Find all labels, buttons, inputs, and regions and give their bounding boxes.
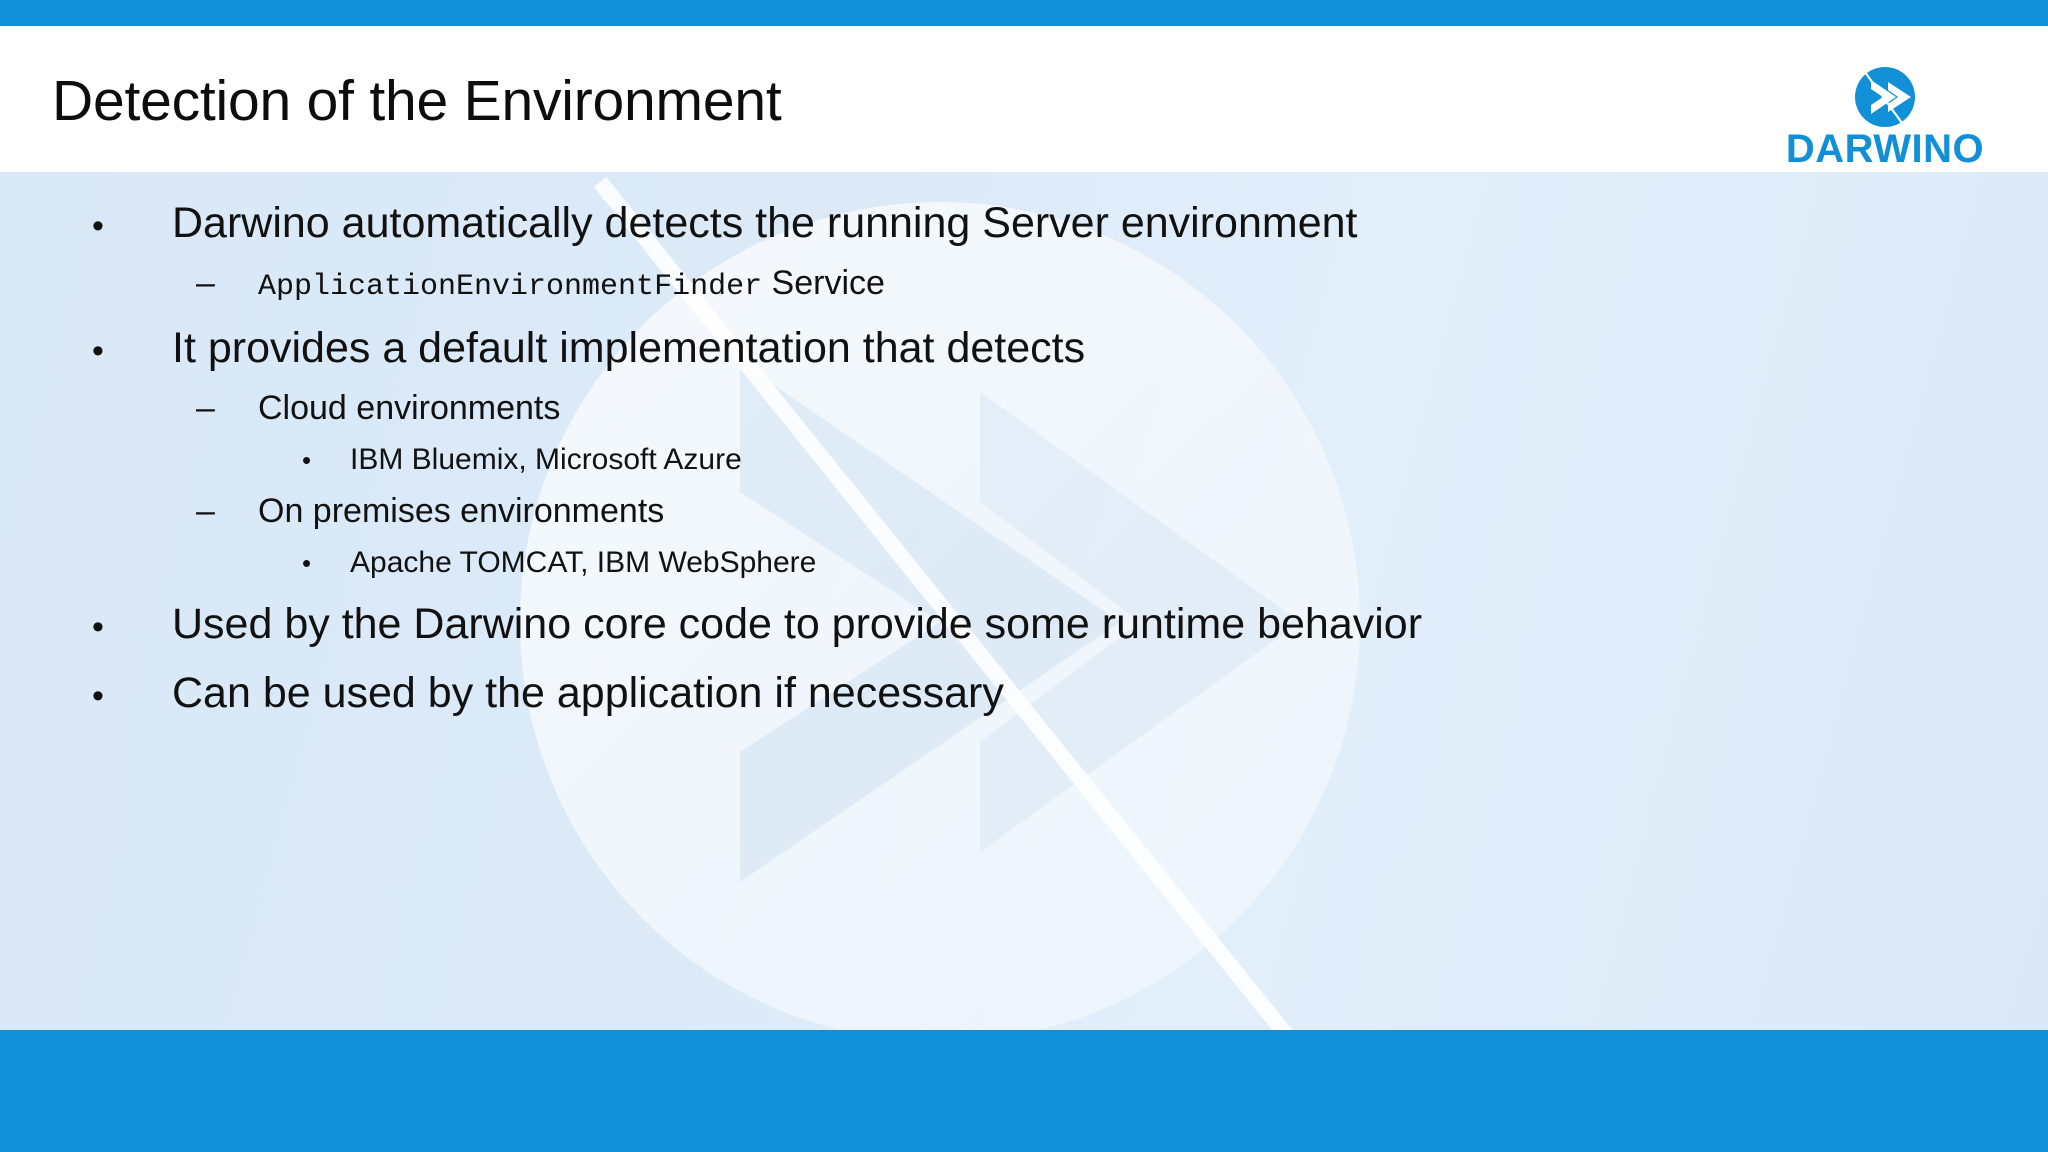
list-item-label: Apache TOMCAT, IBM WebSphere (350, 546, 817, 580)
code-token: ApplicationEnvironmentFinder (258, 269, 763, 304)
list-item: • Can be used by the application if nece… (0, 668, 2048, 719)
top-accent-bar (0, 0, 2048, 26)
bullet-marker: • (302, 444, 312, 475)
darwino-circle-chevron-icon (1855, 67, 1915, 135)
list-item-label: Used by the Darwino core code to provide… (172, 599, 1423, 648)
bullet-marker: – (196, 263, 215, 302)
bullet-marker: • (92, 207, 104, 245)
list-item: • Used by the Darwino core code to provi… (0, 599, 2048, 650)
slide-body: • Darwino automatically detects the runn… (0, 172, 2048, 1030)
bullet-marker: • (92, 607, 104, 646)
bullet-list: • Darwino automatically detects the runn… (0, 172, 2048, 718)
list-item-label: IBM Bluemix, Microsoft Azure (350, 442, 742, 476)
bullet-marker: • (92, 676, 104, 715)
bullet-marker: • (302, 548, 312, 579)
list-item: – ApplicationEnvironmentFinder Service (0, 263, 2048, 305)
bottom-accent-bar (0, 1030, 2048, 1152)
list-item: • It provides a default implementation t… (0, 323, 2048, 374)
darwino-logo: DARWINO (1770, 60, 2000, 172)
bullet-marker: – (196, 492, 215, 531)
page-title: Detection of the Environment (52, 69, 782, 133)
list-item: – On premises environments (0, 491, 2048, 531)
list-item-label: It provides a default implementation tha… (172, 324, 1086, 373)
list-item: • Apache TOMCAT, IBM WebSphere (0, 545, 2048, 580)
bullet-marker: • (92, 332, 104, 371)
list-item: – Cloud environments (0, 388, 2048, 428)
list-item: • IBM Bluemix, Microsoft Azure (0, 442, 2048, 477)
list-item-label: Darwino automatically detects the runnin… (172, 199, 1358, 247)
list-item-suffix: Service (762, 263, 885, 302)
list-item-label: Cloud environments (258, 388, 561, 427)
svg-text:DARWINO: DARWINO (1786, 127, 1984, 171)
slide-header: Detection of the Environment DARWINO (0, 26, 2048, 172)
list-item: • Darwino automatically detects the runn… (0, 198, 2048, 249)
list-item-label: ApplicationEnvironmentFinder Service (258, 263, 885, 305)
list-item-label: Can be used by the application if necess… (172, 668, 1004, 717)
list-item-label: On premises environments (258, 492, 665, 531)
bullet-marker: – (196, 388, 215, 427)
